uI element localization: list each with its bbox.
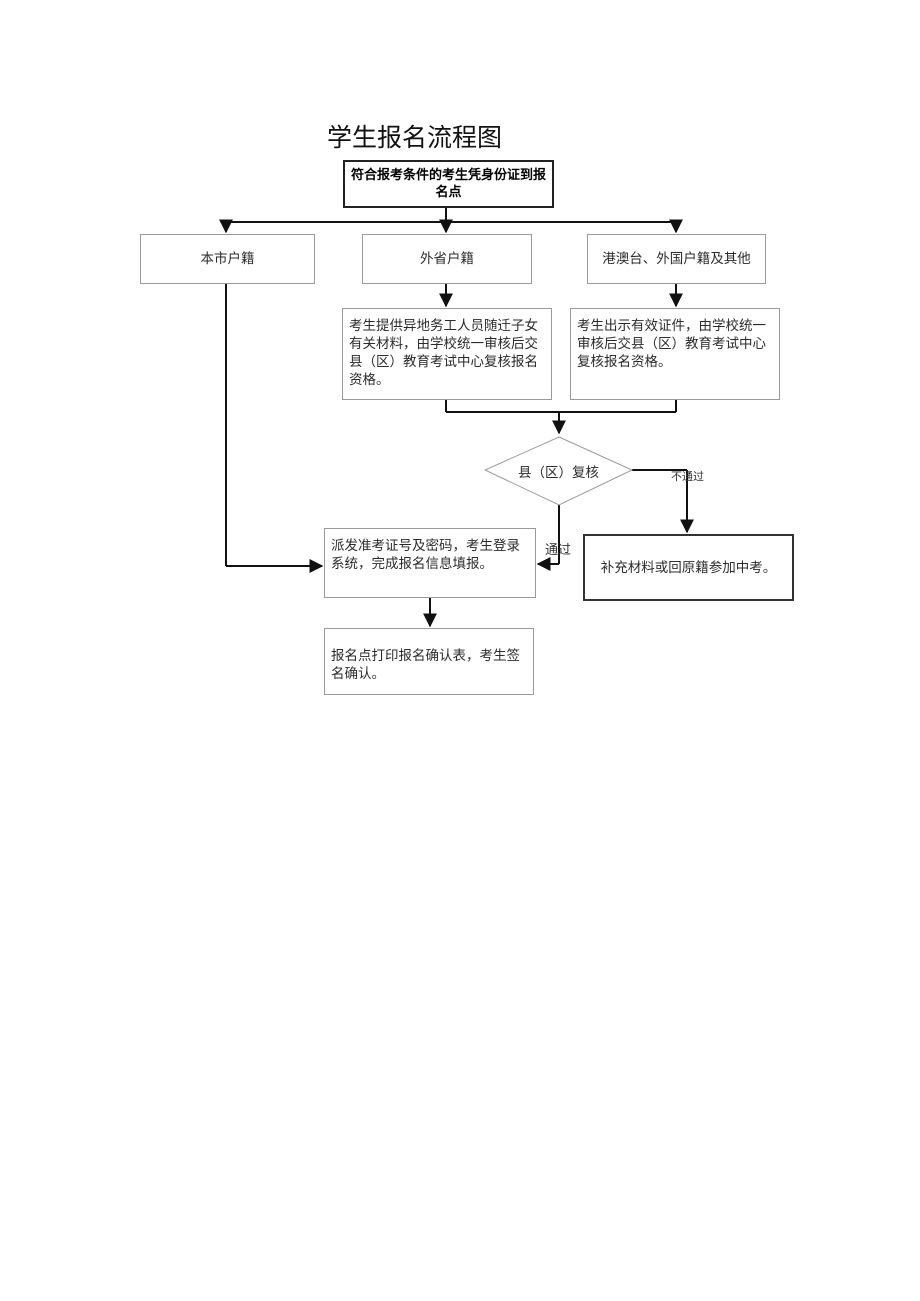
page-title: 学生报名流程图 bbox=[327, 123, 503, 152]
migrant-materials-node: 考生提供异地务工人员随迁子女有关材料，由学校统一审核后交县（区）教育考试中心复核… bbox=[342, 308, 552, 400]
start-node: 符合报考条件的考生凭身份证到报名点 bbox=[343, 160, 554, 208]
show-documents-node: 考生出示有效证件，由学校统一审核后交县（区）教育考试中心复核报名资格。 bbox=[570, 308, 780, 400]
review-diamond bbox=[483, 436, 634, 506]
hk-macao-foreign-label: 港澳台、外国户籍及其他 bbox=[602, 251, 751, 267]
print-confirm-node: 报名点打印报名确认表，考生签名确认。 bbox=[324, 628, 534, 695]
local-household-node: 本市户籍 bbox=[140, 234, 315, 284]
hk-macao-foreign-node: 港澳台、外国户籍及其他 bbox=[587, 234, 766, 284]
issue-password-node: 派发准考证号及密码，考生登录系统，完成报名信息填报。 bbox=[324, 528, 536, 598]
pass-edge-label: 通过 bbox=[545, 543, 572, 558]
supplement-node: 补充材料或回原籍参加中考。 bbox=[583, 534, 794, 601]
supplement-label: 补充材料或回原籍参加中考。 bbox=[600, 559, 777, 576]
print-confirm-label: 报名点打印报名确认表，考生签名确认。 bbox=[331, 648, 520, 682]
other-province-label: 外省户籍 bbox=[420, 251, 474, 267]
start-node-label: 符合报考条件的考生凭身份证到报名点 bbox=[350, 168, 546, 200]
migrant-materials-label: 考生提供异地务工人员随迁子女有关材料，由学校统一审核后交县（区）教育考试中心复核… bbox=[349, 318, 538, 388]
show-documents-label: 考生出示有效证件，由学校统一审核后交县（区）教育考试中心复核报名资格。 bbox=[577, 318, 766, 370]
other-province-node: 外省户籍 bbox=[362, 234, 532, 284]
county-review-label: 县（区）复核 bbox=[518, 465, 599, 481]
fail-edge-label: 不通过 bbox=[671, 470, 704, 483]
issue-password-label: 派发准考证号及密码，考生登录系统，完成报名信息填报。 bbox=[331, 538, 520, 572]
local-household-label: 本市户籍 bbox=[200, 251, 255, 267]
